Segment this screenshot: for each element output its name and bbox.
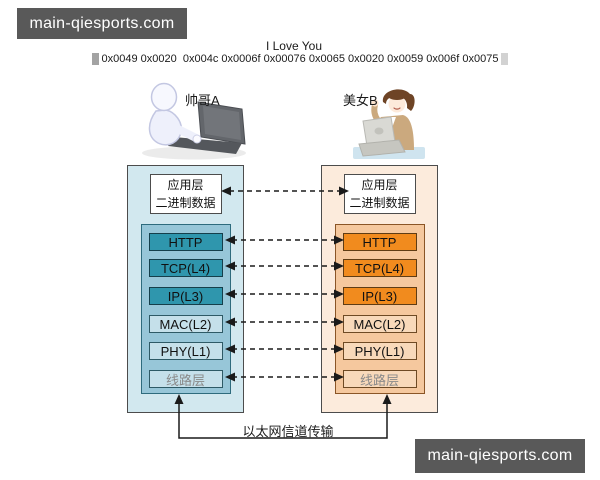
sender-protocol-stack: 应用层 二进制数据 HTTP TCP(L4) IP(L3) MAC(L2) PH… — [127, 165, 244, 413]
receiver-app-layer-box: 应用层 二进制数据 — [343, 174, 416, 214]
sender-figure-illustration — [142, 82, 246, 160]
receiver-layer-http: HTTP — [342, 233, 417, 251]
receiver-layer-ip: IP(L3) — [342, 287, 417, 305]
receiver-layer-line: 线路层 — [342, 370, 417, 388]
receiver-layer-phy: PHY(L1) — [342, 342, 417, 360]
sender-layer-ip: IP(L3) — [148, 287, 223, 305]
receiver-protocol-stack: 应用层 二进制数据 HTTP TCP(L4) IP(L3) MAC(L2) PH… — [321, 165, 438, 413]
app-layer-title: 应用层 — [167, 178, 204, 192]
sender-layer-mac: MAC(L2) — [148, 315, 223, 333]
sender-layer-phy: PHY(L1) — [148, 342, 223, 360]
hex-left-marker — [91, 53, 99, 65]
sender-layer-line: 线路层 — [148, 370, 223, 388]
sender-layer-http: HTTP — [148, 233, 223, 251]
hex-right-marker — [501, 53, 509, 65]
watermark-bottom-right: main-qiesports.com — [415, 439, 585, 473]
app-layer-subtitle: 二进制数据 — [349, 196, 410, 210]
receiver-layer-tcp: TCP(L4) — [342, 259, 417, 277]
receiver-layers-container: HTTP TCP(L4) IP(L3) MAC(L2) PHY(L1) 线路层 — [334, 224, 425, 394]
message-title: I Love You — [265, 39, 323, 53]
app-layer-title: 应用层 — [361, 178, 398, 192]
sender-label: 帅哥A — [185, 93, 220, 108]
receiver-layer-mac: MAC(L2) — [342, 315, 417, 333]
receiver-label: 美女B — [343, 93, 378, 108]
watermark-top-left: main-qiesports.com — [17, 8, 187, 39]
sender-layer-tcp: TCP(L4) — [148, 259, 223, 277]
receiver-figure-illustration — [353, 89, 425, 159]
hex-bytes: 0x0049 0x0020 0x004c 0x0006f 0x00076 0x0… — [101, 53, 499, 65]
sender-app-layer-box: 应用层 二进制数据 — [149, 174, 222, 214]
app-layer-subtitle: 二进制数据 — [155, 196, 216, 210]
sender-layers-container: HTTP TCP(L4) IP(L3) MAC(L2) PHY(L1) 线路层 — [140, 224, 231, 394]
hex-byte-row: 0x0049 0x0020 0x004c 0x0006f 0x00076 0x0… — [0, 53, 600, 65]
channel-label: 以太网信道传输 — [242, 424, 334, 439]
